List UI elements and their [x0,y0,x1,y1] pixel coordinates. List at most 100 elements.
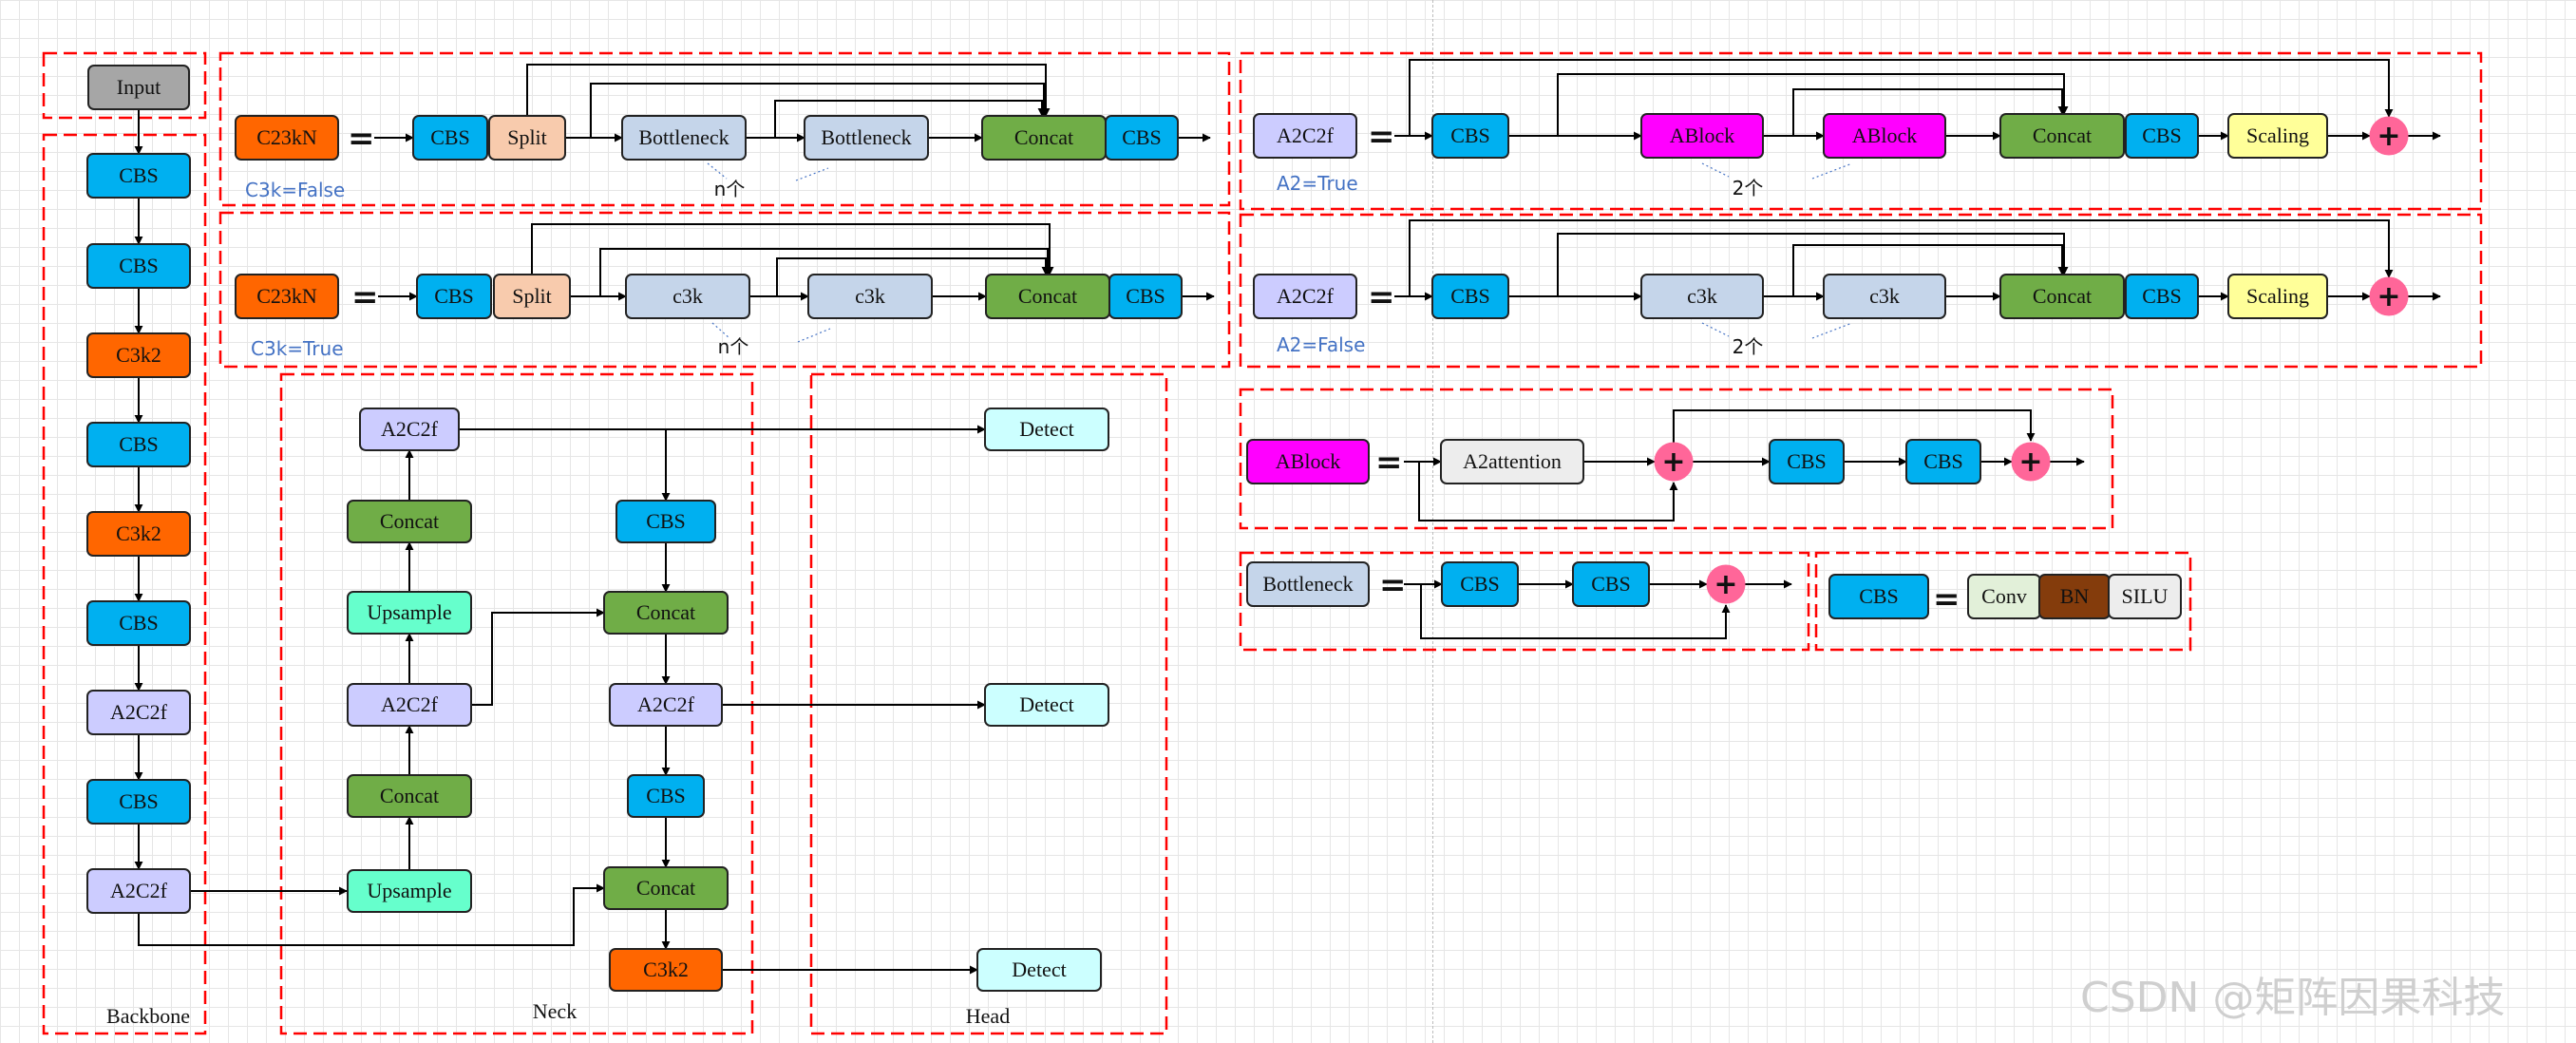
plus-sign: + [2018,446,2042,479]
node-label: C3k2 [116,343,161,367]
node-label: Scaling [2246,123,2309,147]
c3k2-true-split: Split [493,274,571,319]
node-label: A2C2f [110,879,168,902]
neck-right-concat: Concat [603,866,729,910]
a2c2f-true-frame [1239,51,2483,211]
ablock-lhs: ABlock [1246,439,1370,484]
a2c2f-to-concat [471,608,605,706]
node-label: A2C2f [1277,123,1335,147]
c3k-false-note: C3k=False [245,179,345,201]
add-node: + [2369,276,2409,316]
node-label: Concat [1014,125,1073,149]
node-label: CBS [1923,449,1963,473]
a2c2f-true-scaling: Scaling [2227,113,2328,159]
node-label: Input [117,75,161,99]
node-label: CBS [119,163,159,187]
residual-branch [1420,584,1731,639]
node-label: Bottleneck [821,125,911,149]
a2-true-note: A2=True [1277,172,1358,195]
node-label: C23kN [256,125,317,149]
head-detect-node: Detect [984,408,1109,451]
equals-sign: = [348,120,375,158]
node-label: CBS [1859,584,1899,608]
add-node: + [2011,442,2051,482]
a2c2f-false-cbs: CBS [2125,274,2199,319]
c3k2-true-cbs: CBS [1108,274,1183,319]
neck-left-concat: Concat [347,774,472,818]
node-label: CBS [119,254,159,277]
nodes: InputCBSCBSC3k2CBSC3k2CBSA2C2fCBSA2C2fA2… [86,65,2409,992]
node-label: CBS [1591,572,1631,596]
repeat-bracket [797,328,831,343]
equals-sign: = [1933,580,1960,618]
bottleneck-branch [590,83,1049,138]
a2c2f-false-frame [1239,213,2483,369]
c3k2-true-c3k: c3k [807,274,933,319]
repeat-count: 2个 [1733,335,1764,358]
a2c2f-false-lhs: A2C2f [1253,274,1357,319]
plus-sign: + [2377,120,2400,153]
cbs-definition-frame [1814,551,2192,652]
a2c2f-true-cbs: CBS [2125,113,2199,159]
node-label: ABlock [1276,449,1340,473]
node-label: CBS [1450,284,1490,308]
backbone-node-a2c2f: A2C2f [86,868,191,914]
neck-left-a2c2f: A2C2f [347,683,472,727]
node-label: Concat [2033,123,2092,147]
ablock-branch [1792,88,2067,136]
a2c2f-true-concat: Concat [1999,113,2125,159]
conv-block: Conv [1967,574,2041,619]
node-label: CBS [434,284,474,308]
c3k2-true-frame [218,211,1231,369]
node-label: C3k2 [116,522,161,545]
node-label: A2attention [1463,449,1562,473]
node-label: C3k2 [643,958,689,981]
neck-left-upsample: Upsample [347,591,472,635]
c3k2-false-lhs: C23kN [235,115,339,161]
a2c2f-false-c3k: c3k [1823,274,1946,319]
neck-label: Neck [533,999,577,1023]
node-label: A2C2f [381,692,439,716]
equals-sign: = [1375,444,1403,482]
ablock-cbs: CBS [1905,439,1981,484]
node-label: CBS [1126,284,1165,308]
a2c2f-true-lhs: A2C2f [1253,113,1357,159]
plus-sign: + [1714,568,1737,601]
c3k-branch [776,257,1051,296]
node-label: Concat [2033,284,2092,308]
node-label: Conv [1981,584,2027,608]
a2c2f-true-ablock: ABlock [1823,113,1946,159]
repeat-count: n个 [718,335,749,358]
a2c2f-false-scaling: Scaling [2227,274,2328,319]
node-label: CBS [1460,572,1500,596]
add-node: + [1706,564,1746,604]
c3k2-false-cbs: CBS [412,115,488,161]
a2c2f-true-ablock: ABlock [1640,113,1764,159]
node-label: Concat [636,600,695,624]
node-label: ABlock [1852,123,1917,147]
node-label: Concat [636,876,695,900]
residual-branch [1409,219,2394,296]
c3k2-true-c3k: c3k [625,274,750,319]
node-label: A2C2f [381,417,439,441]
connectors [134,59,2441,975]
cbs-branch [1557,233,2069,296]
cbs-branch [1557,73,2069,136]
equals-sign: = [351,278,379,316]
residual-branch [1409,59,2394,136]
backbone-node-c3k2: C3k2 [86,511,191,557]
ablock-a2attention: A2attention [1440,439,1584,484]
input-frame [42,51,207,120]
neck-right-a2c2f: A2C2f [609,683,723,727]
repeat-bracket [711,322,730,339]
node-label: Upsample [367,879,451,902]
node-label: Bottleneck [1262,572,1353,596]
backbone-node-cbs: CBS [86,422,191,467]
node-label: CBS [119,789,159,813]
backbone-to-concat [138,883,605,946]
repeat-bracket [707,162,728,180]
group-frames [42,51,2483,1035]
a2c2f-false-cbs: CBS [1431,274,1509,319]
c3k2-false-bottleneck: Bottleneck [804,115,929,161]
